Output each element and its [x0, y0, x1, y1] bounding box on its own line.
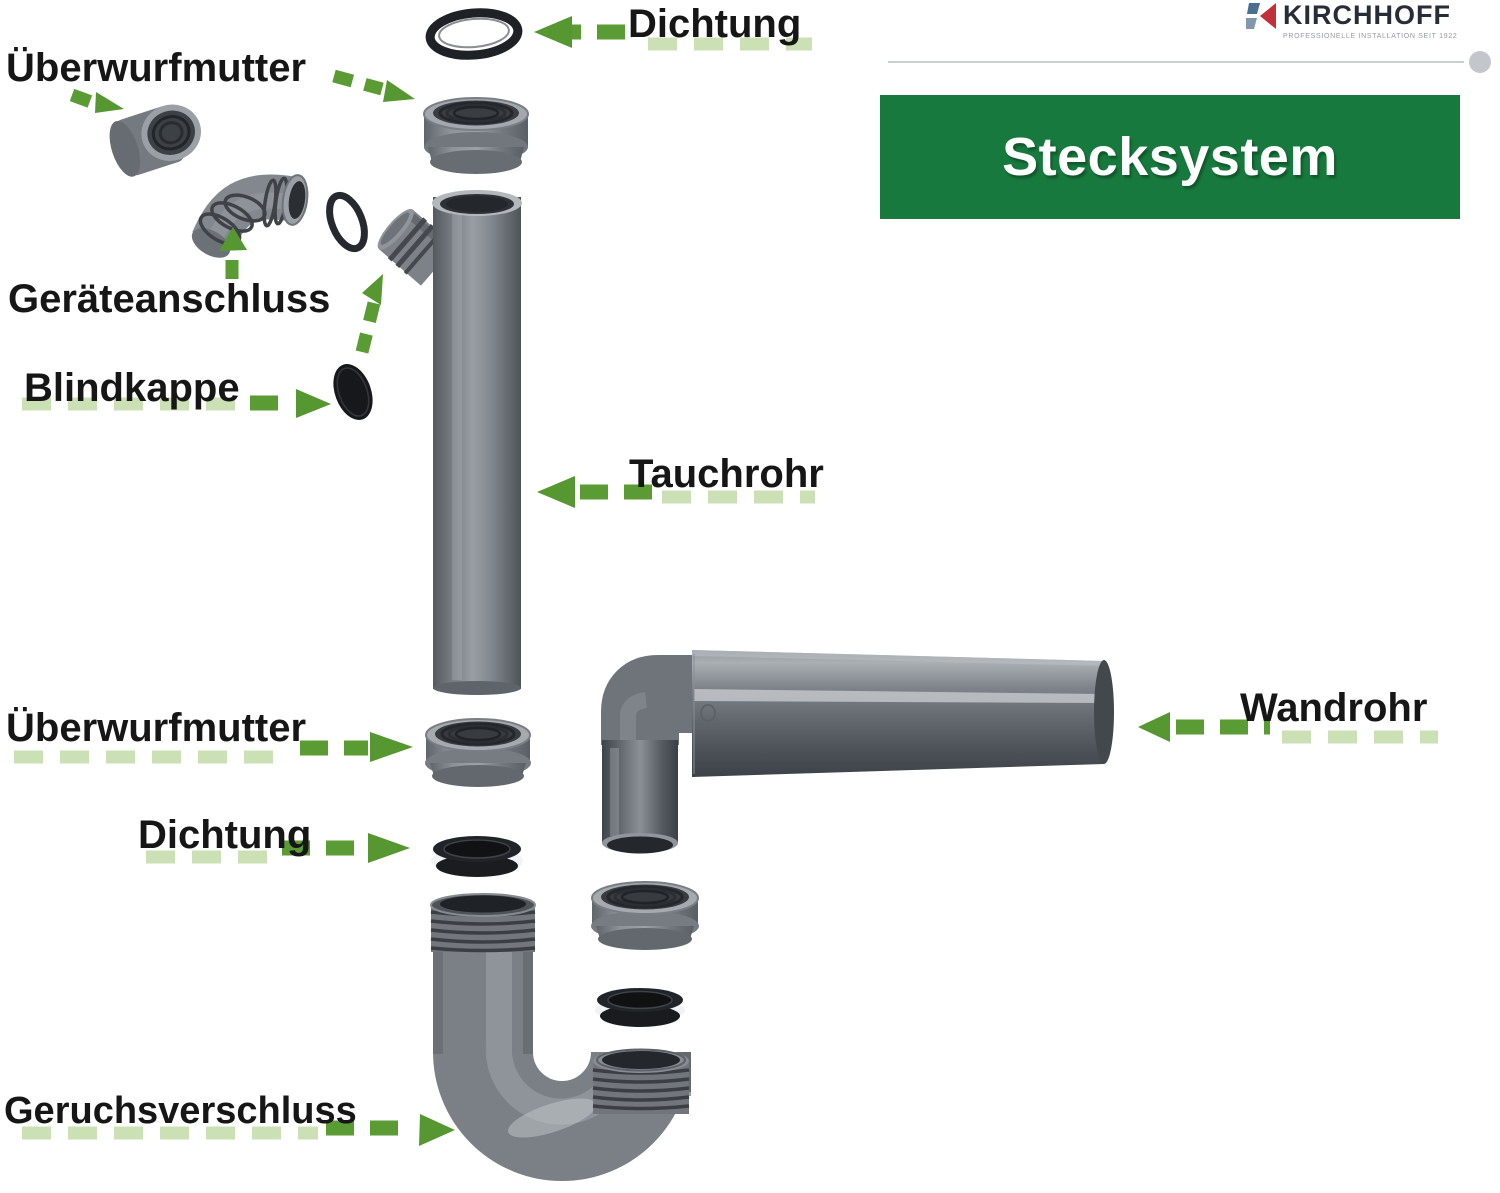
label-dichtung-top: Dichtung [628, 2, 802, 46]
blindkappe-graphic [333, 364, 373, 420]
brand-name: KIRCHHOFF [1283, 0, 1451, 30]
geraeteanschluss-graphic [191, 174, 309, 258]
label-geraeteanschluss: Geräteanschluss [8, 277, 331, 321]
label-blindkappe: Blindkappe [24, 366, 240, 410]
oring-small-graphic [326, 191, 368, 253]
stecksystem-banner: Stecksystem [880, 95, 1460, 219]
label-wandrohr: Wandrohr [1240, 686, 1428, 730]
banner-title: Stecksystem [1002, 127, 1338, 187]
arrow-dichtung-bottom [146, 833, 410, 864]
tauchrohr-nut-graphic [423, 97, 529, 174]
arrow-ueberwurfmutter-top-right [332, 69, 415, 102]
kirchhoff-logo: KIRCHHOFF PROFESSIONELLE INSTALLATION SE… [1246, 2, 1458, 40]
arrow-ueberwurfmutter-left [69, 88, 124, 113]
brand-tagline: PROFESSIONELLE INSTALLATION SEIT 1922 [1283, 33, 1458, 40]
ueberwurfmutter-bottom-nut-graphic [425, 718, 531, 787]
ueberwurfmutter-left-nut-graphic [109, 104, 201, 177]
arrow-blindkappe [22, 389, 331, 418]
label-geruchsverschluss: Geruchsverschluss [4, 1090, 357, 1132]
arrow-ueberwurfmutter-bottom [14, 732, 413, 764]
dichtung-bottom-seal-graphic [431, 836, 523, 877]
logo-text: KIRCHHOFF PROFESSIONELLE INSTALLATION SE… [1283, 0, 1458, 41]
divider-line [888, 61, 1464, 63]
wandrohr-nut-graphic [591, 881, 699, 950]
geruchsverschluss-graphic [430, 893, 691, 1181]
arrow-dichtung-top [534, 16, 812, 51]
label-dichtung-bottom: Dichtung [138, 813, 312, 857]
arrow-branch [355, 274, 383, 354]
divider-dot [1469, 51, 1491, 73]
kirchhoff-logo-icon [1246, 3, 1276, 29]
arrow-geruchsverschluss [22, 1114, 455, 1146]
arrow-tauchrohr [537, 476, 815, 508]
wandrohr-graphic [601, 650, 1114, 854]
arrow-wandrohr [1138, 712, 1438, 744]
label-tauchrohr: Tauchrohr [629, 452, 824, 496]
dichtung-top-graphic [425, 8, 523, 60]
arrow-geraeteanschluss [219, 227, 247, 292]
label-ueberwurfmutter-top: Überwurfmutter [6, 46, 307, 90]
label-ueberwurfmutter-bottom: Überwurfmutter [6, 706, 307, 750]
wandrohr-seal-graphic [595, 988, 685, 1027]
tauchrohr-graphic [377, 190, 522, 695]
